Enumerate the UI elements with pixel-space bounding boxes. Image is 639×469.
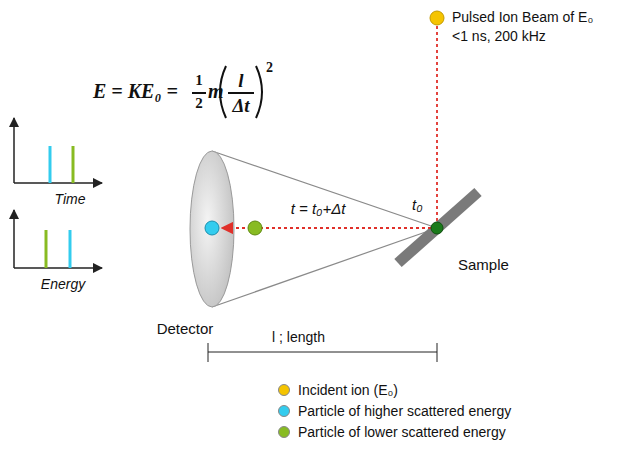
impact-point	[431, 222, 443, 234]
time-label: t₀	[412, 196, 423, 213]
formula-length: l	[238, 70, 243, 92]
legend-swatch	[278, 426, 290, 438]
high-energy-particle	[205, 221, 219, 235]
formula-denominator: 2	[195, 95, 203, 112]
formula-mass: m	[208, 80, 224, 103]
incident-beam	[436, 26, 438, 222]
low-energy-particle	[248, 221, 262, 235]
length-bracket	[208, 343, 437, 362]
legend-text: Incident ion (E₀)	[298, 382, 398, 398]
formula-strokes	[192, 66, 262, 118]
time-label: t = t₀+Δt	[291, 200, 346, 217]
beam-spec: <1 ns, 200 kHz	[452, 28, 546, 44]
incident-ion	[430, 11, 444, 25]
sample-label: Sample	[458, 256, 509, 273]
legend-swatch	[278, 405, 290, 417]
legend-text: Particle of higher scattered energy	[298, 403, 511, 419]
axis-label: Time	[55, 191, 86, 207]
legend-swatch	[278, 384, 290, 396]
time-plot	[14, 118, 102, 183]
energy-plot	[14, 210, 102, 268]
formula-exponent: 2	[266, 60, 273, 76]
detector-label: Detector	[157, 320, 214, 337]
length-label: l ; length	[272, 329, 325, 345]
detection-cone	[212, 151, 437, 307]
formula-text: E = KE₀ =	[93, 80, 178, 103]
beam-label: Pulsed Ion Beam of E₀	[452, 9, 593, 25]
legend-text: Particle of lower scattered energy	[298, 424, 506, 440]
axis-label: Energy	[41, 276, 85, 292]
detector-disc	[190, 151, 234, 307]
formula-numerator: 1	[195, 72, 203, 89]
formula-time: Δt	[232, 95, 249, 117]
